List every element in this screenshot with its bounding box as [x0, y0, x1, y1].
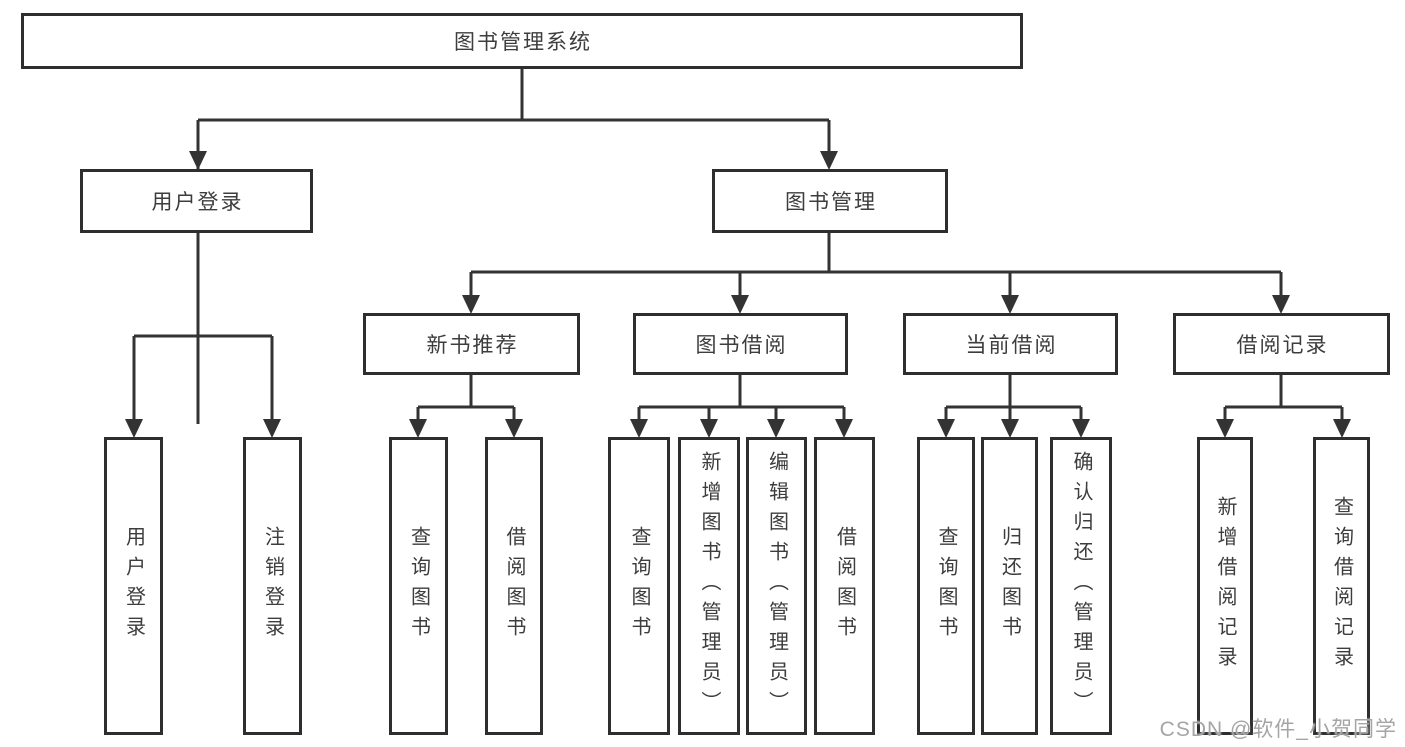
node-book-borrow: 图书借阅 — [633, 313, 848, 375]
node-current-borrow: 当前借阅 — [903, 313, 1118, 375]
leaf-borrow-borrow-books: 借阅图书 — [814, 437, 875, 735]
leaf-borrow-query-books: 查询图书 — [608, 437, 670, 735]
node-user-login: 用户登录 — [80, 169, 313, 233]
leaf-records-add-record: 新增借阅记录 — [1197, 437, 1253, 735]
node-new-book-recommend: 新书推荐 — [363, 313, 580, 375]
leaf-logout: 注销登录 — [243, 437, 302, 735]
leaf-records-query-record: 查询借阅记录 — [1313, 437, 1370, 735]
leaf-borrow-add-books-admin: 新增图书（管理员） — [678, 437, 740, 735]
leaf-current-confirm-return-admin: 确认归还（管理员） — [1050, 437, 1112, 735]
csdn-watermark: CSDN @软件_小贺同学 — [1159, 718, 1397, 741]
node-library-system: 图书管理系统 — [21, 13, 1023, 69]
node-borrow-records: 借阅记录 — [1173, 313, 1390, 375]
node-book-management: 图书管理 — [712, 169, 948, 233]
leaf-borrow-edit-books-admin: 编辑图书（管理员） — [746, 437, 807, 735]
leaf-user-login: 用户登录 — [104, 437, 163, 735]
leaf-current-query-books: 查询图书 — [917, 437, 975, 735]
leaf-recommend-borrow-books: 借阅图书 — [485, 437, 543, 735]
leaf-current-return-books: 归还图书 — [981, 437, 1038, 735]
leaf-recommend-query-books: 查询图书 — [389, 437, 448, 735]
